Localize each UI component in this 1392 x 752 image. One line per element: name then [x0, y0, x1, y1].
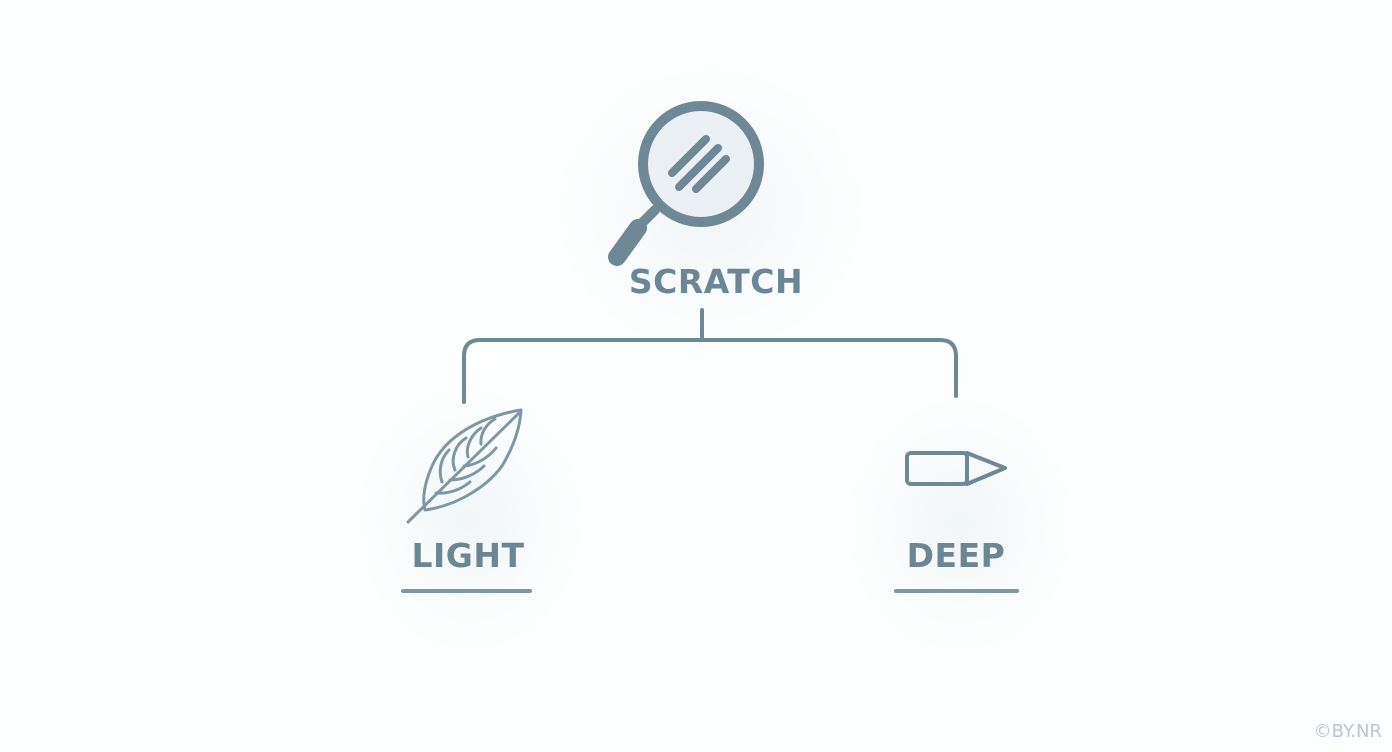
light-glow — [360, 390, 580, 650]
tree-connector — [462, 308, 958, 404]
light-underline — [401, 589, 532, 593]
pencil-icon — [905, 451, 1007, 486]
deep-glow — [850, 400, 1070, 650]
magnifying-glass-icon — [608, 101, 764, 266]
root-label: SCRATCH — [628, 262, 804, 301]
feather-icon — [406, 408, 523, 524]
deep-underline — [894, 589, 1019, 593]
branch-label-deep: DEEP — [906, 536, 1006, 575]
branch-label-light: LIGHT — [411, 536, 525, 575]
watermark-text: ©BY.NR — [1313, 721, 1382, 742]
